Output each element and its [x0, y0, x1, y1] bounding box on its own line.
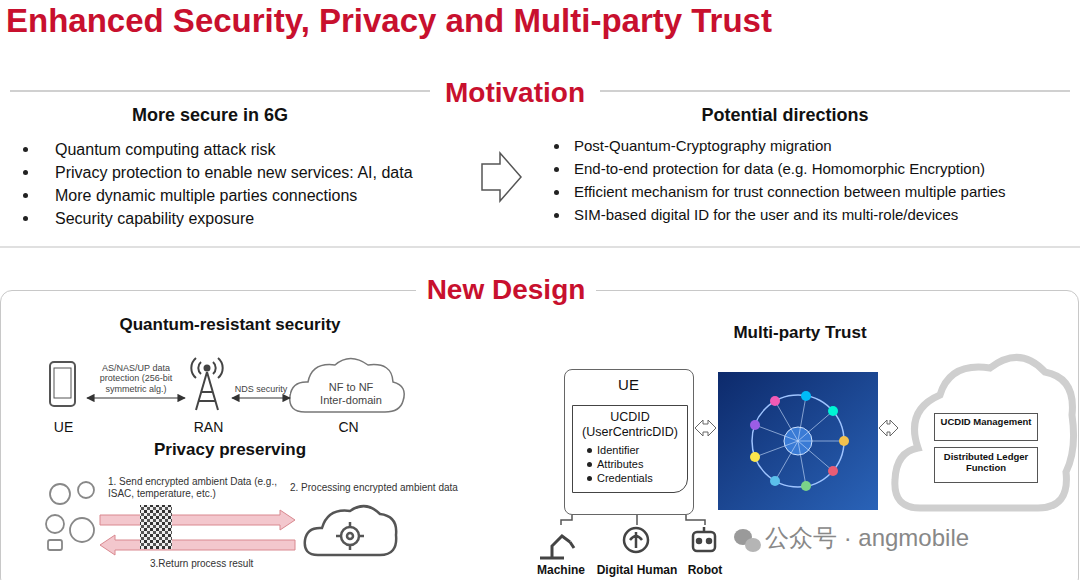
bullet-dot [554, 144, 559, 149]
column-text: More secure in 6G [15, 105, 405, 127]
bullet-dot [587, 476, 592, 481]
connector [87, 397, 185, 398]
node-label: UE [565, 376, 692, 394]
device-label: Robot [683, 563, 727, 577]
cn-cloud: NF to NF Inter-domainCN [291, 359, 406, 437]
phone-icon [50, 362, 75, 406]
directions-column: Potential directionsPost-Quantum-Cryptog… [545, 105, 1078, 235]
hollow-arrow [482, 153, 521, 201]
page-title: Enhanced Security, Privacy and Multi-par… [6, 1, 1066, 41]
node-label: CN [291, 419, 406, 436]
ue-device: UE [41, 359, 86, 437]
connector [561, 515, 572, 525]
digital-human-icon [624, 528, 648, 552]
robot-icon [693, 527, 715, 551]
bullet-dot [23, 193, 28, 198]
edge-label: NDS security [232, 384, 290, 394]
rule-line [10, 90, 430, 92]
double-arrow [695, 420, 716, 436]
device-label: Digital Human [593, 563, 681, 577]
device-icon: Machine [528, 525, 594, 579]
note-text: Attributes [597, 458, 683, 471]
section-label: Multi-party Trust [700, 323, 900, 343]
cloud-shape [290, 359, 404, 413]
column-text: Security capability exposure [55, 209, 475, 228]
column-text: SIM-based digital ID for the user and it… [574, 206, 1076, 224]
column-text: Quantum computing attack risk [55, 140, 475, 159]
note-text: UCDID (UserCentricDID) [577, 410, 683, 440]
section-header: Motivation [440, 76, 590, 110]
rule-line [0, 246, 1080, 248]
bullet-dot [587, 448, 592, 453]
ran-node: RAN [186, 353, 231, 437]
cloud-shape [895, 357, 1074, 508]
function-box: UCDID Management [934, 413, 1038, 441]
step-label: 2. Processing encrypted ambient data [290, 482, 465, 494]
note-text: Identifier [597, 444, 683, 457]
tower-icon [191, 358, 222, 410]
encrypted-data [140, 505, 172, 549]
step-label: 1. Send encrypted ambient Data (e.g., IS… [108, 476, 286, 500]
motivation-panel: MotivationMore secure in 6G Quantum compu… [0, 70, 1080, 242]
bullet-dot [554, 190, 559, 195]
column-text: Efficient mechanism for trust connection… [574, 183, 1076, 201]
connector [232, 397, 290, 398]
bullet-dot [23, 170, 28, 175]
rule-line [600, 90, 1070, 92]
bullet-dot [23, 216, 28, 221]
step-label: 3.Return process result [150, 558, 290, 570]
bullet-dot [554, 167, 559, 172]
note-text: Credentials [597, 472, 683, 485]
ecosystem-image [718, 372, 878, 510]
device-icon: Robot [683, 525, 727, 579]
node-label: UE [41, 419, 86, 436]
sensor-icons [46, 482, 94, 550]
ucdid-note: UCDID (UserCentricDID) IdentifierAttribut… [572, 405, 688, 493]
column-text: Privacy protection to enable new service… [55, 163, 475, 182]
motivation-column: More secure in 6G Quantum computing attac… [15, 105, 477, 235]
device-icon: Digital Human [593, 525, 681, 579]
connector [636, 515, 638, 525]
edge-label: AS/NAS/UP data protection (256-bit symme… [86, 363, 186, 394]
send-arrow [100, 510, 295, 530]
bullet-dot [23, 147, 28, 152]
section-header: New Design [416, 273, 596, 307]
double-arrow [879, 420, 898, 436]
function-box: Distributed Ledger Function [934, 447, 1038, 483]
bullet-dot [587, 462, 592, 467]
return-arrow [100, 535, 295, 555]
node-label: NF to NF Inter-domain [317, 381, 385, 407]
wechat-icon [734, 529, 761, 552]
ue-box: UE UCDID (UserCentricDID) IdentifierAttrib… [564, 369, 694, 515]
section-label: Privacy preserving [130, 440, 330, 460]
column-text: More dynamic multiple parties connection… [55, 186, 475, 205]
column-text: Post-Quantum-Cryptography migration [574, 137, 1076, 155]
function-label: UCDID Management [937, 416, 1035, 427]
column-text: Potential directions [545, 105, 1025, 127]
machine-icon [540, 536, 574, 558]
column-text: End-to-end protection for data (e.g. Hom… [574, 160, 1076, 178]
processing-cloud [305, 506, 396, 555]
node-label: RAN [186, 419, 231, 436]
bullet-dot [554, 213, 559, 218]
connector [686, 515, 705, 525]
function-label: Distributed Ledger Function [937, 451, 1035, 474]
section-label: Quantum-resistant security [100, 315, 360, 335]
watermark: 公众号 · angmobile [765, 524, 1065, 553]
device-label: Machine [528, 563, 594, 577]
